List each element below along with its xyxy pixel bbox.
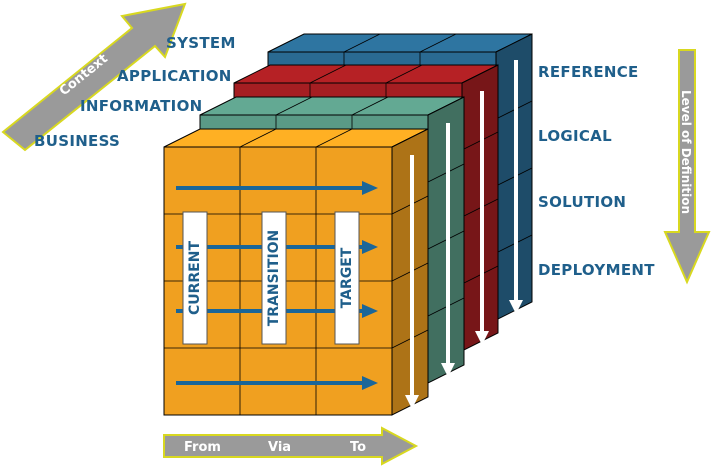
- context-level-business: BUSINESS: [34, 132, 121, 150]
- business-down-arrow-head: [405, 395, 419, 409]
- state-labels: CURRENT TRANSITION TARGET: [182, 211, 360, 345]
- from-via-to-arrow: From Via To: [163, 426, 419, 466]
- information-top-grid: [275, 96, 313, 116]
- flow-arrow-head: [362, 304, 378, 318]
- definition-level-logical: LOGICAL: [538, 127, 612, 145]
- from-label: From: [184, 440, 221, 455]
- business-layer-top: [163, 128, 429, 148]
- current-label: CURRENT: [187, 241, 203, 315]
- current-box: [182, 211, 208, 345]
- flow-arrow-head: [362, 376, 378, 390]
- system-layer-top: [267, 33, 533, 53]
- level-of-definition-label: Level of Definition: [679, 90, 693, 214]
- definition-level-deployment: DEPLOYMENT: [538, 261, 655, 279]
- application-down-arrow-head: [475, 331, 489, 345]
- context-level-application: APPLICATION: [117, 67, 232, 85]
- business-top-grid: [315, 128, 353, 148]
- flow-arrow-head: [362, 181, 378, 195]
- definition-level-reference: REFERENCE: [538, 63, 639, 81]
- transition-label: TRANSITION: [266, 230, 282, 327]
- definition-level-solution: SOLUTION: [538, 193, 627, 211]
- level-of-definition-arrow: Level of Definition: [663, 49, 711, 285]
- flow-arrow-head: [362, 240, 378, 254]
- information-down-arrow-head: [441, 363, 455, 377]
- target-box: [334, 211, 360, 345]
- via-label: Via: [268, 440, 291, 455]
- information-layer-top: [199, 96, 465, 116]
- business-top-grid: [239, 128, 277, 148]
- context-level-system: SYSTEM: [166, 34, 236, 52]
- transition-box: [261, 211, 287, 345]
- target-label: TARGET: [339, 247, 355, 308]
- application-top-grid: [385, 64, 423, 84]
- information-top-grid: [351, 96, 389, 116]
- system-top-grid: [343, 33, 381, 53]
- context-level-information: INFORMATION: [80, 97, 203, 115]
- system-top-grid: [419, 33, 457, 53]
- application-top-grid: [309, 64, 347, 84]
- system-down-arrow-head: [509, 300, 523, 314]
- application-layer-top: [233, 64, 499, 84]
- to-label: To: [350, 440, 366, 455]
